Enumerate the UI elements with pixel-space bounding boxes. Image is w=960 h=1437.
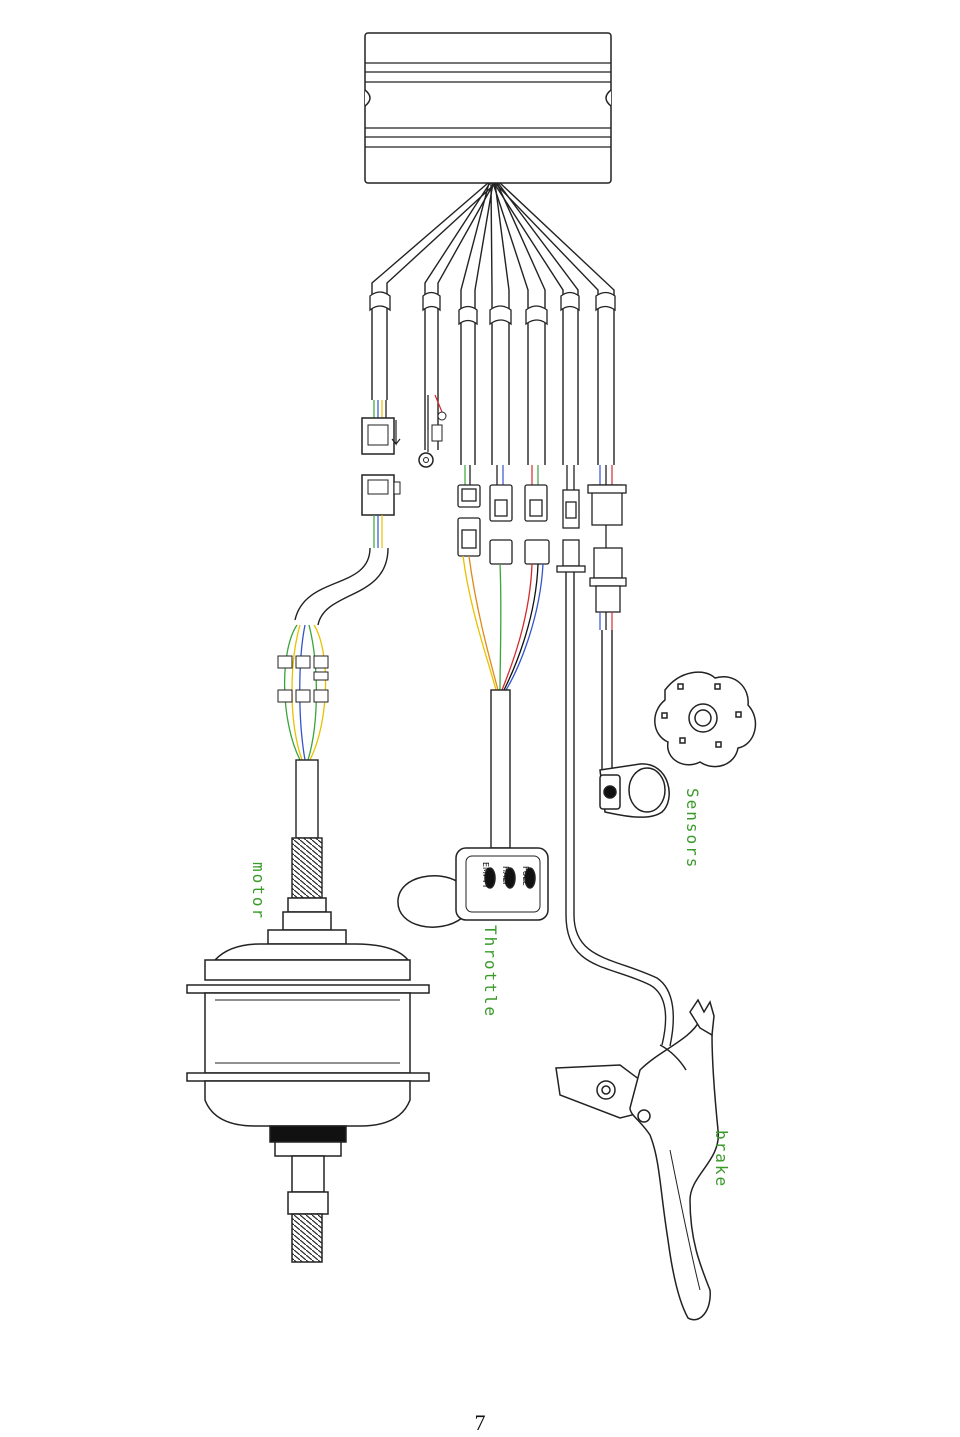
gauge-labels: FULL HALF EMPTY: [481, 862, 530, 889]
page-number: 7: [474, 1410, 486, 1435]
brake-connector: [556, 465, 586, 573]
throttle-wires: [462, 555, 544, 691]
motor-bullet-connectors: [277, 655, 329, 703]
pas-sensor-bracket: [599, 763, 670, 818]
gauge-empty-label: EMPTY: [481, 862, 490, 889]
cable-break-marks: [369, 291, 616, 326]
motor-label: motor: [249, 862, 268, 921]
sensors-label: Sensors: [683, 788, 702, 870]
power-ring-terminal: [418, 394, 447, 468]
hub-motor: [186, 897, 430, 1263]
motor-harness: [294, 547, 389, 626]
brake-label: brake: [712, 1130, 731, 1189]
motor-cable: [291, 759, 323, 899]
brake-lever: [555, 998, 719, 1321]
pas-magnet-disc: [654, 671, 757, 768]
sensor-connector: [587, 465, 627, 630]
controller: [364, 32, 612, 184]
throttle-cable: [490, 689, 511, 849]
throttle-label: Throttle: [481, 925, 500, 1019]
throttle-body: [397, 847, 549, 928]
gauge-half-label: HALF: [501, 866, 510, 887]
gauge-full-label: FULL: [521, 866, 530, 886]
motor-phase-wires: [283, 624, 327, 761]
sensor-cable: [601, 630, 613, 775]
controller-cables: [371, 182, 615, 465]
motor-connector: [361, 400, 401, 548]
brake-cable: [565, 572, 674, 1047]
throttle-connectors: [457, 465, 550, 565]
